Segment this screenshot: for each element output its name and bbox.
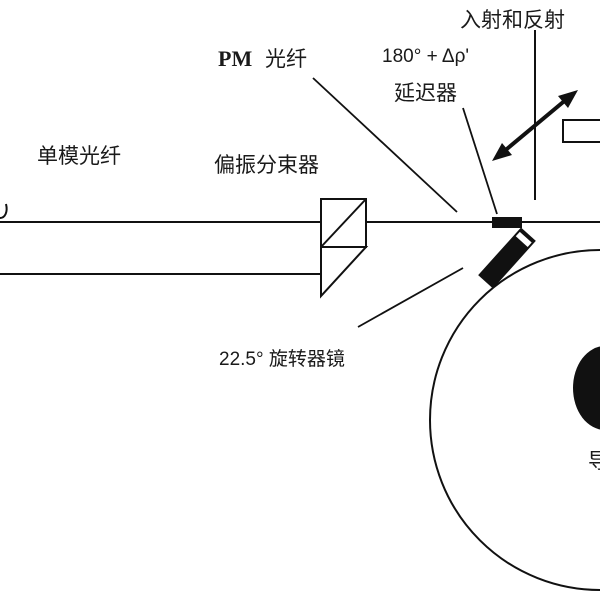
rotator-mirror-label: 22.5° 旋转器镜 xyxy=(219,348,345,370)
pm-fiber-label-prefix: PM xyxy=(218,46,252,71)
double-arrow-icon xyxy=(492,90,578,161)
polarizing-beam-splitter-label: 偏振分束器 xyxy=(214,153,319,177)
cut-off-label: 导 xyxy=(588,449,600,473)
dark-blob xyxy=(573,346,600,430)
rotator-mirror xyxy=(478,227,536,289)
pm-fiber-label-suffix: 光纤 xyxy=(265,47,307,71)
incident-reflected-label: 入射和反射 xyxy=(460,8,565,32)
delay-angle-label: 180° + Δρ' xyxy=(382,46,469,67)
right-edge-box xyxy=(562,119,600,143)
rotator-leader xyxy=(357,267,464,328)
single-mode-fiber-curve xyxy=(0,203,8,219)
single-mode-fiber-label: 单模光纤 xyxy=(37,144,121,168)
retarder-label: 延迟器 xyxy=(394,81,457,105)
polarizing-beam-splitter xyxy=(320,198,369,299)
pm-fiber-leader xyxy=(312,77,458,213)
fiber-coil xyxy=(429,249,600,591)
retarder-leader xyxy=(462,107,498,215)
retarder-block xyxy=(492,217,522,228)
